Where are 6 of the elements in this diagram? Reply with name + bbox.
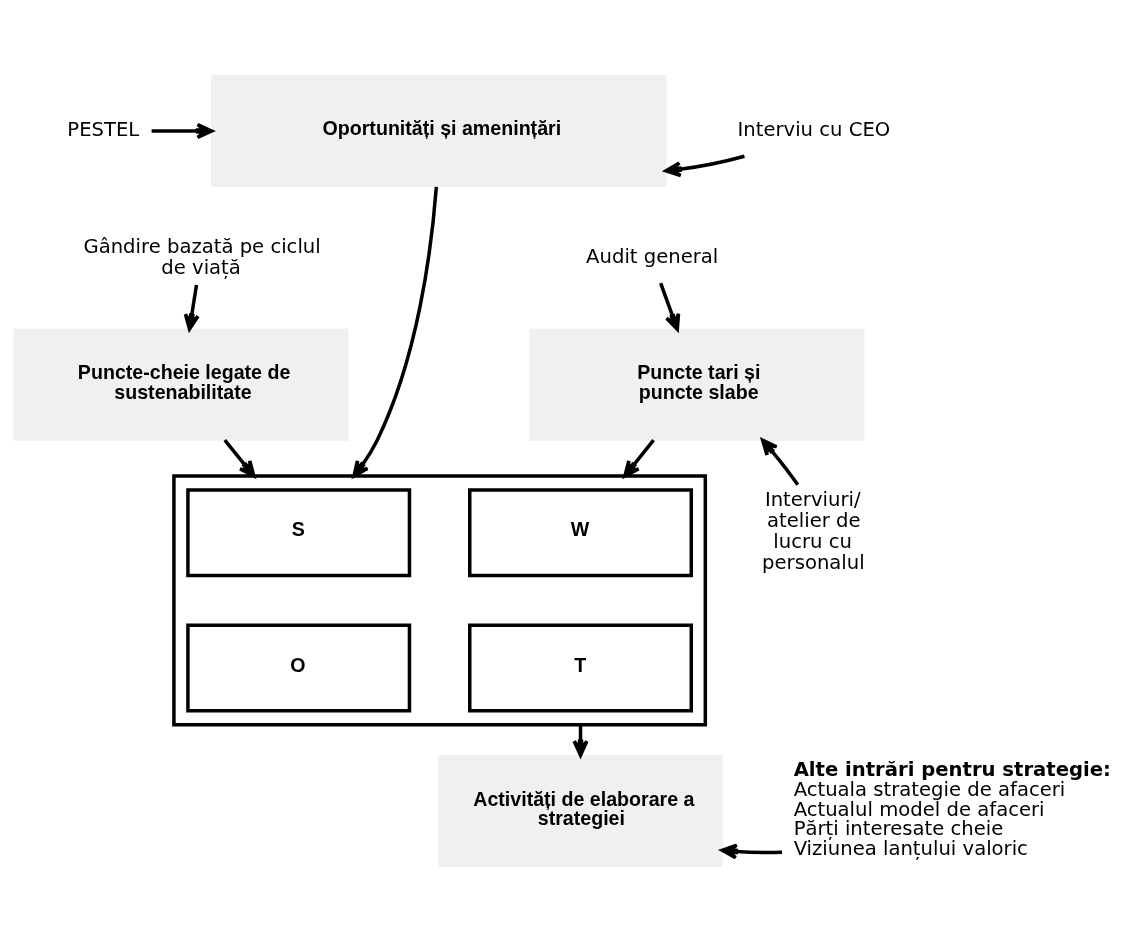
node-text: Interviu cu CEO (737, 117, 891, 141)
node-text: Interviuri/ atelier de lucru cu personalul (762, 487, 865, 574)
node-text: PESTEL (67, 117, 140, 141)
node-text: Alte intrări pentru strategie: Actuala strategie de afaceri Actualul model de afaceri Părți interesate cheie Viziunea lanțului valoric (793, 757, 1111, 860)
node-text: Audit general (586, 244, 719, 268)
node-text: Gândire bazată pe ciclul de viață (83, 234, 321, 279)
